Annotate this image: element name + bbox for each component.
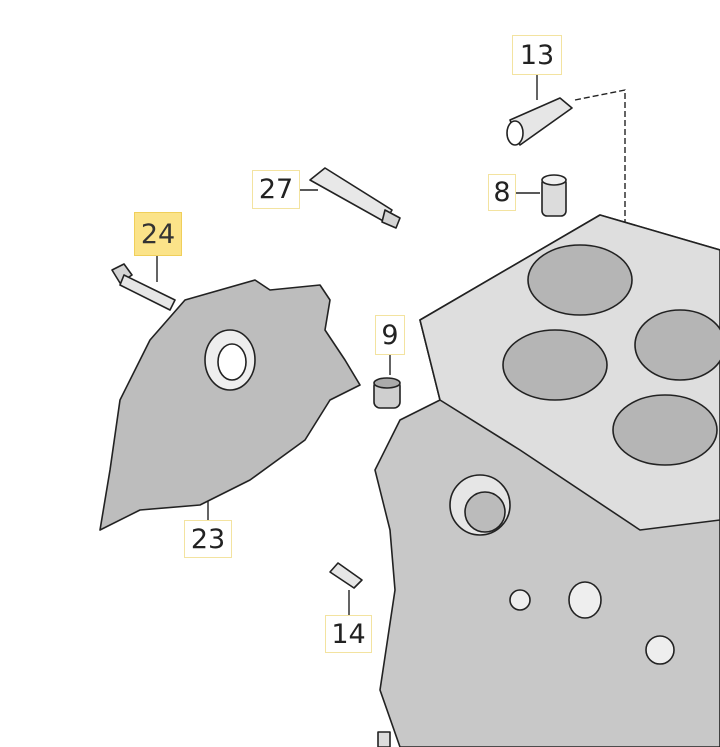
plug-part-8[interactable] xyxy=(541,174,567,217)
callout-27[interactable]: 27 xyxy=(252,170,300,209)
callout-14[interactable]: 14 xyxy=(325,615,372,653)
callout-23[interactable]: 23 xyxy=(184,520,232,558)
callout-24-selected[interactable]: 24 xyxy=(134,212,182,256)
plug-part-9[interactable] xyxy=(373,377,401,409)
sealant-tube-part-27[interactable] xyxy=(309,167,401,229)
dowel-part-14[interactable] xyxy=(329,562,363,589)
callout-9[interactable]: 9 xyxy=(375,315,405,355)
bolt-part-24[interactable] xyxy=(111,263,176,311)
pin-part-13[interactable] xyxy=(506,97,573,146)
callout-8[interactable]: 8 xyxy=(488,174,516,211)
callout-13[interactable]: 13 xyxy=(512,35,562,75)
engine-block[interactable] xyxy=(374,214,720,747)
cover-part-23[interactable] xyxy=(99,279,361,531)
